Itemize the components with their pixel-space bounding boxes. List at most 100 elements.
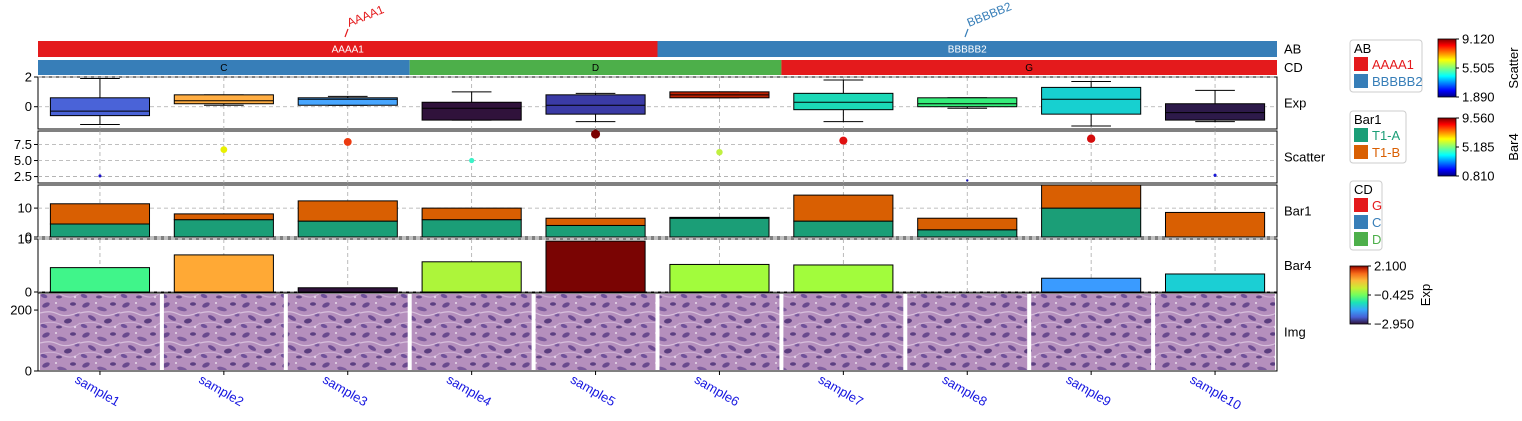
scatter-point-sample10	[1213, 173, 1217, 177]
box-sample4	[421, 101, 522, 121]
colorbar-tick-label: 1.890	[1462, 90, 1495, 105]
colorbar-exp: 2.100 −0.425 −2.950 Exp	[1349, 259, 1433, 332]
legend-title: Bar1	[1354, 112, 1381, 127]
colorbar-title: Bar4	[1506, 133, 1521, 160]
y-tick-label-scatter: 5.0	[14, 153, 32, 168]
row-label-img: Img	[1284, 325, 1306, 340]
bar1-T1-A-sample3	[297, 220, 398, 238]
annotation-CD-label: D	[592, 63, 599, 74]
legend-item-label: T1-B	[1372, 145, 1400, 160]
legend-item-label: C	[1372, 215, 1381, 230]
bar1-T1-B-sample9	[1041, 184, 1142, 209]
bar1-T1-A-sample2	[173, 219, 274, 238]
row-label-CD: CD	[1284, 60, 1303, 75]
legend-item-label: BBBBB2	[1372, 74, 1423, 89]
colorbar-gradient	[1437, 38, 1457, 98]
scatter-point-sample7	[839, 136, 848, 145]
bar1-T1-A-sample7	[793, 220, 894, 238]
bar1-T1-A-sample4	[421, 219, 522, 238]
x-label-sample8: sample8	[940, 372, 990, 410]
legend-swatch	[1354, 57, 1368, 71]
bar1-T1-A-sample9	[1041, 207, 1142, 238]
legend-area: ABAAAA1BBBBB2Bar1T1-AT1-BCDGCD9.1205.505…	[1349, 32, 1521, 332]
row-label-scatter: Scatter	[1284, 150, 1326, 165]
y-tick-label-bar4: 10	[18, 232, 32, 247]
legend-swatch	[1354, 74, 1368, 88]
bar1-T1-B-sample10	[1164, 211, 1266, 238]
legend-item-label: AAAA1	[1372, 57, 1414, 72]
row-label-bar1: Bar1	[1284, 204, 1311, 219]
bar1-T1-B-sample7	[793, 194, 894, 222]
colorbar-title: Scatter	[1506, 47, 1521, 89]
scatter-point-sample1	[98, 174, 102, 178]
bar1-T1-B-sample8	[917, 217, 1018, 231]
box-sample2	[173, 94, 274, 105]
x-label-sample3: sample3	[320, 372, 370, 410]
bar4-sample3	[297, 287, 398, 293]
colorbar-tick-label: 2.100	[1374, 259, 1407, 274]
tissue-image-sample4	[411, 294, 532, 370]
box-sample1	[49, 97, 151, 117]
legend-swatch	[1354, 198, 1368, 212]
scatter-point-sample9	[1086, 134, 1096, 143]
colorbar-tick-label: 5.185	[1462, 140, 1495, 155]
annotation-AB-segment	[38, 41, 658, 57]
box-sample9	[1041, 86, 1142, 115]
callout-tick	[344, 28, 349, 38]
colorbar-tick-label: −0.425	[1374, 288, 1414, 303]
y-tick-label-exp: 2	[25, 70, 32, 85]
row-label-AB: AB	[1284, 42, 1301, 57]
legend-swatch	[1354, 145, 1368, 159]
x-label-sample9: sample9	[1064, 372, 1114, 410]
colorbar-tick-label: 0.810	[1462, 169, 1495, 184]
bar4-sample5	[545, 240, 646, 293]
legend-item-label: G	[1372, 198, 1382, 213]
bar1-T1-B-sample2	[173, 213, 274, 221]
colorbar-tick-label: −2.950	[1374, 317, 1414, 332]
y-tick-label-scatter: 7.5	[14, 137, 32, 152]
annotation-AB-label: BBBBB2	[948, 45, 987, 56]
bar4-sample7	[793, 264, 894, 293]
y-tick-label-img: 0	[25, 364, 32, 379]
box-sample7	[793, 92, 894, 111]
tissue-image-sample6	[659, 294, 780, 370]
callout-label: AAAA1	[345, 2, 386, 30]
x-label-sample7: sample7	[816, 372, 866, 410]
bar1-T1-B-sample5	[545, 217, 646, 226]
annotation-AB-segment	[657, 41, 1277, 57]
x-label-sample6: sample6	[692, 372, 742, 410]
bar1-T1-B-sample6	[669, 216, 770, 219]
annotation-CD-label: C	[220, 63, 227, 74]
annotation-AB-label: AAAA1	[332, 45, 365, 56]
legend-item-label: T1-A	[1372, 128, 1401, 143]
scatter-point-sample4	[469, 157, 475, 164]
legend-title: CD	[1354, 182, 1373, 197]
bar1-T1-A-sample1	[49, 223, 151, 238]
legend-swatch	[1354, 215, 1368, 229]
bar4-sample4	[421, 261, 522, 293]
tissue-image-sample1	[40, 294, 160, 370]
scatter-point-sample3	[343, 137, 352, 146]
colorbar-title: Exp	[1418, 284, 1433, 306]
callout-tick	[964, 28, 969, 38]
y-tick-label-img: 200	[10, 303, 32, 318]
box-sample3	[297, 97, 398, 106]
scatter-point-sample5	[591, 129, 601, 139]
box-sample8	[917, 97, 1018, 108]
scatter-point-sample6	[716, 148, 723, 156]
bar4-sample6	[669, 263, 770, 293]
tissue-image-sample3	[287, 294, 408, 370]
legend-swatch	[1354, 128, 1368, 142]
annotation-CD-segment	[409, 60, 782, 75]
colorbar-tick-label: 9.120	[1462, 32, 1495, 47]
legend-swatch	[1354, 232, 1368, 246]
legend-title: AB	[1354, 41, 1371, 56]
colorbar-gradient	[1349, 265, 1369, 325]
annotation-CD-label: G	[1025, 63, 1033, 74]
bar4-sample2	[173, 254, 274, 293]
